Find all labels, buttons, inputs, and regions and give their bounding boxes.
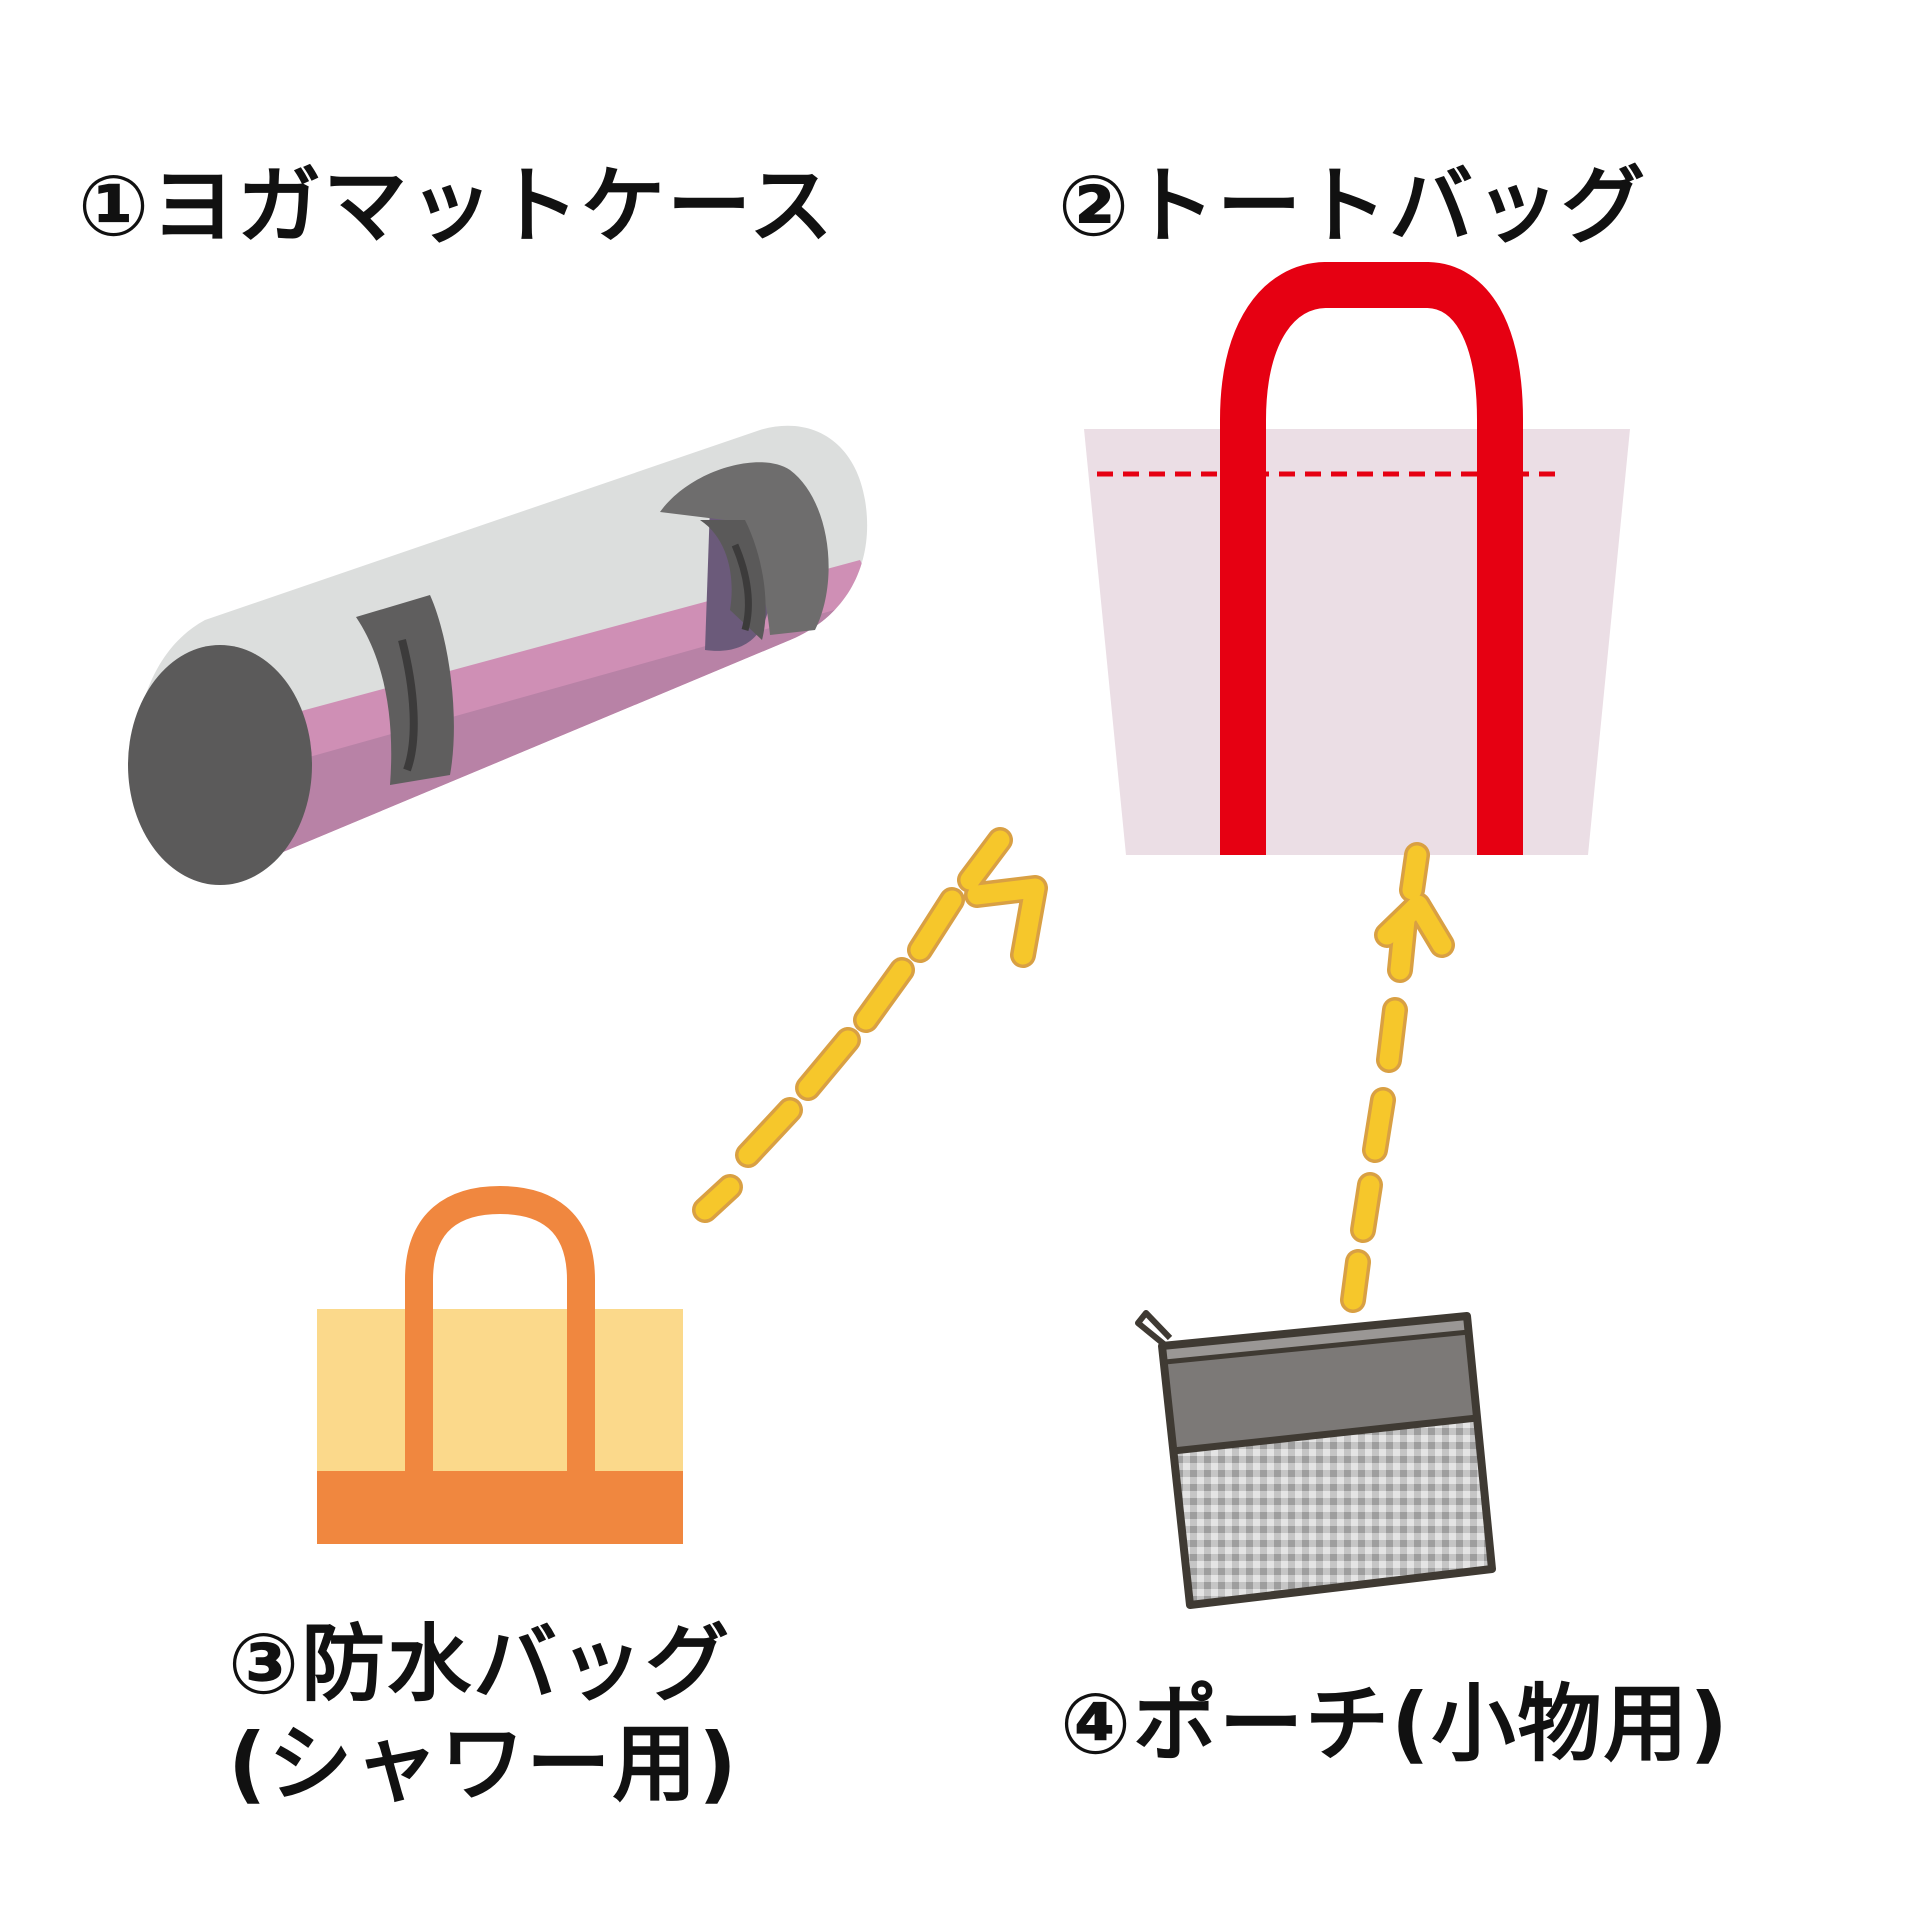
pouch-illustration: [1135, 1310, 1496, 1609]
tote-bag-illustration: [1084, 262, 1630, 855]
waterproof-bag-illustration: [317, 1185, 683, 1544]
arrow-waterproof-to-tote: [692, 827, 1048, 1223]
label-tote-bag: ②トートバッグ: [1058, 157, 1648, 255]
yoga-mat-case-illustration: [128, 425, 868, 885]
label-yoga-mat-case: ①ヨガマットケース: [78, 157, 835, 255]
label-waterproof-bag: ③防水バッグ: [228, 1615, 732, 1713]
label-waterproof-bag-usage: (シャワー用): [228, 1715, 739, 1813]
arrow-pouch-to-tote: [1340, 842, 1455, 1313]
label-pouch: ④ポーチ(小物用): [1060, 1675, 1730, 1773]
